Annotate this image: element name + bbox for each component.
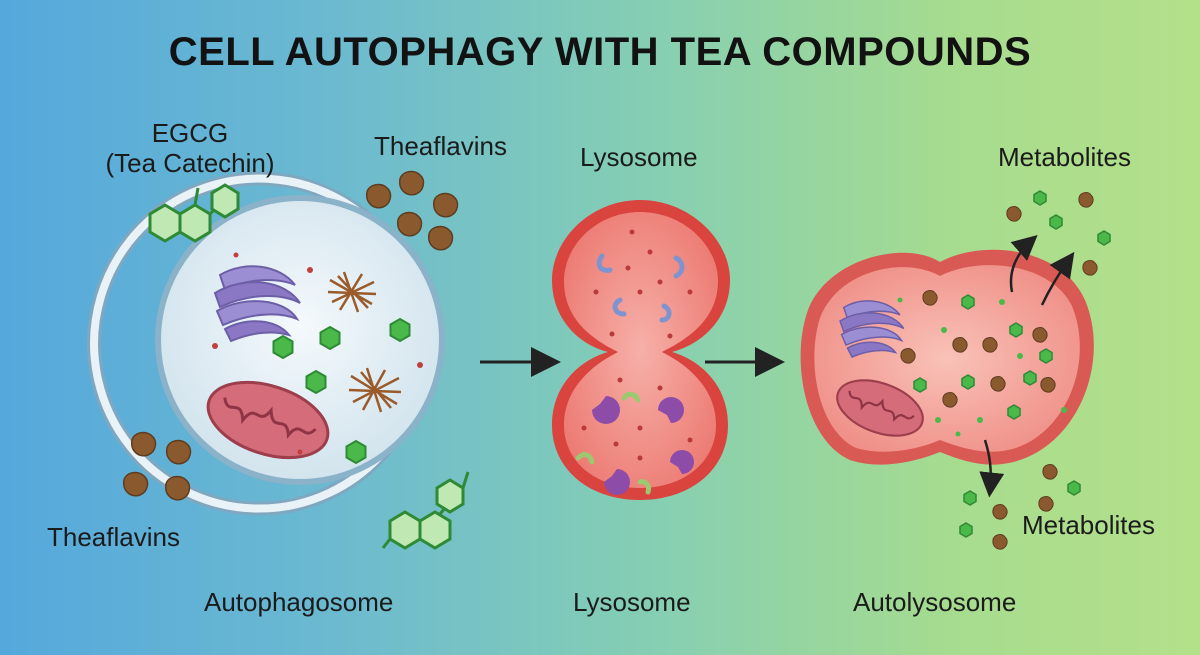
egcg-molecule-icon — [381, 471, 470, 550]
theaflavin-particle — [164, 475, 191, 501]
release-arrow — [979, 439, 1005, 498]
egcg-label: EGCG (Tea Catechin) — [100, 118, 280, 178]
metabolite-particle — [1082, 260, 1098, 276]
metabolite-particle — [959, 522, 973, 538]
metabolite-particle — [1006, 206, 1022, 222]
catechin-molecule — [913, 377, 927, 393]
catechin-molecule — [1007, 404, 1021, 420]
lysosome-particles — [593, 229, 693, 339]
golgi-apparatus — [213, 265, 301, 343]
catechin-molecule — [345, 440, 367, 464]
protein-aggregate — [348, 367, 402, 413]
release-arrow — [1009, 235, 1038, 293]
catechin-molecule — [1023, 370, 1037, 386]
theaflavin-particle — [942, 392, 958, 408]
small-particles — [212, 252, 423, 455]
theaflavin-particle — [432, 192, 459, 218]
metabolites-label-bottom: Metabolites — [1022, 510, 1155, 540]
theaflavin-particle — [130, 431, 157, 457]
metabolite-particle — [963, 490, 977, 506]
metabolite-particle — [992, 504, 1008, 520]
theaflavin-particle — [365, 183, 392, 209]
lysosome-enzymes — [596, 253, 685, 323]
metabolite-particle — [1033, 190, 1047, 206]
theaflavin-particle — [427, 225, 454, 251]
theaflavin-particle — [990, 376, 1006, 392]
egcg-molecule-icon — [148, 183, 240, 243]
catechin-molecule — [305, 370, 327, 394]
autophagosome-label: Autophagosome — [204, 587, 394, 617]
mitochondrion — [206, 380, 330, 460]
golgi-apparatus — [839, 300, 905, 358]
theaflavin-particle — [1032, 327, 1048, 343]
theaflavin-particle — [982, 337, 998, 353]
catechin-molecule — [1039, 348, 1053, 364]
catechin-molecule — [319, 326, 341, 350]
autolysosome-label: Autolysosome — [853, 587, 1017, 617]
theaflavin-particle — [952, 337, 968, 353]
egcg-label-line2: (Tea Catechin) — [105, 148, 275, 178]
theaflavin-particle — [1040, 377, 1056, 393]
metabolite-particle — [1042, 464, 1058, 480]
theaflavins-label-bottom: Theaflavins — [47, 522, 180, 552]
theaflavin-particle — [398, 170, 425, 196]
metabolite-particle — [1049, 214, 1063, 230]
theaflavin-particle — [922, 290, 938, 306]
egcg-label-line1: EGCG — [151, 118, 229, 148]
metabolite-particle — [1078, 192, 1094, 208]
mitochondrion — [836, 379, 924, 437]
metabolites-label-top: Metabolites — [998, 142, 1131, 172]
diagram-title: CELL AUTOPHAGY WITH TEA COMPOUNDS — [168, 30, 1032, 74]
theaflavin-particle — [165, 439, 192, 465]
catechin-molecule — [1009, 322, 1023, 338]
catechin-molecule — [961, 374, 975, 390]
small-particles — [897, 297, 1067, 437]
catechin-molecule — [272, 335, 294, 359]
lysosome-label-top: Lysosome — [580, 142, 698, 172]
lysosome-particles — [581, 377, 693, 461]
release-arrow — [1040, 251, 1075, 306]
theaflavin-particle — [900, 348, 916, 364]
metabolite-particle — [992, 534, 1008, 550]
metabolite-particle — [1067, 480, 1081, 496]
catechin-molecule — [389, 318, 411, 342]
metabolite-particle — [1097, 230, 1111, 246]
theaflavins-label-top: Theaflavins — [374, 131, 507, 161]
theaflavin-particle — [396, 211, 423, 237]
lysosome-enzymes — [575, 391, 694, 495]
metabolite-particle — [1038, 496, 1054, 512]
protein-aggregate — [327, 271, 377, 313]
theaflavin-particle — [122, 471, 149, 497]
catechin-molecule — [961, 294, 975, 310]
lysosome-label-bottom: Lysosome — [573, 587, 691, 617]
